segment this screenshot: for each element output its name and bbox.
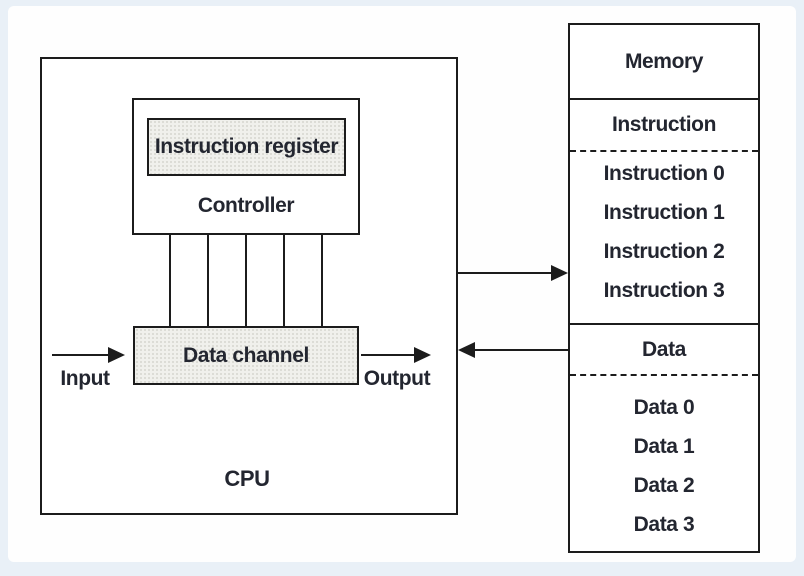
input-label: Input <box>60 367 110 390</box>
memory-to-cpu-line <box>474 349 568 351</box>
memory-to-cpu-arrowhead-icon <box>458 342 475 358</box>
control-bus-line <box>321 235 323 326</box>
memory-title: Memory <box>570 25 758 100</box>
controller-box: Instruction register Controller <box>132 98 360 235</box>
memory-item: Data 2 <box>633 473 695 497</box>
memory-item: Instruction 1 <box>603 200 725 224</box>
memory-section-header-data: Data <box>570 325 758 376</box>
memory-item: Data 1 <box>633 434 695 458</box>
controller-label: Controller <box>197 194 295 217</box>
cpu-label: CPU <box>224 466 270 491</box>
input-arrowhead-icon <box>108 347 125 363</box>
control-bus-line <box>283 235 285 326</box>
memory-box: Memory Instruction Instruction 0 Instruc… <box>568 23 760 553</box>
memory-data-list: Data 0 Data 1 Data 2 Data 3 <box>570 376 758 551</box>
output-label: Output <box>363 367 431 390</box>
control-bus-line <box>207 235 209 326</box>
memory-item: Instruction 2 <box>603 239 725 263</box>
data-channel-label: Data channel <box>183 343 309 367</box>
memory-item: Data 3 <box>633 512 695 536</box>
input-arrow-line <box>52 354 108 356</box>
control-bus-line <box>169 235 171 326</box>
output-arrowhead-icon <box>414 347 431 363</box>
memory-item: Data 0 <box>633 395 695 419</box>
memory-instruction-list: Instruction 0 Instruction 1 Instruction … <box>570 152 758 325</box>
cpu-box: Instruction register Controller Data cha… <box>40 57 458 515</box>
memory-section-header-instruction: Instruction <box>570 100 758 152</box>
instruction-register-label: Instruction register <box>154 135 339 158</box>
memory-item: Instruction 3 <box>603 278 725 302</box>
cpu-to-memory-arrowhead-icon <box>551 265 568 281</box>
instruction-register-box: Instruction register <box>147 118 346 176</box>
output-arrow-line <box>361 354 414 356</box>
control-bus-line <box>245 235 247 326</box>
cpu-to-memory-line <box>458 272 552 274</box>
data-channel-box: Data channel <box>133 326 359 385</box>
memory-item: Instruction 0 <box>603 161 725 185</box>
